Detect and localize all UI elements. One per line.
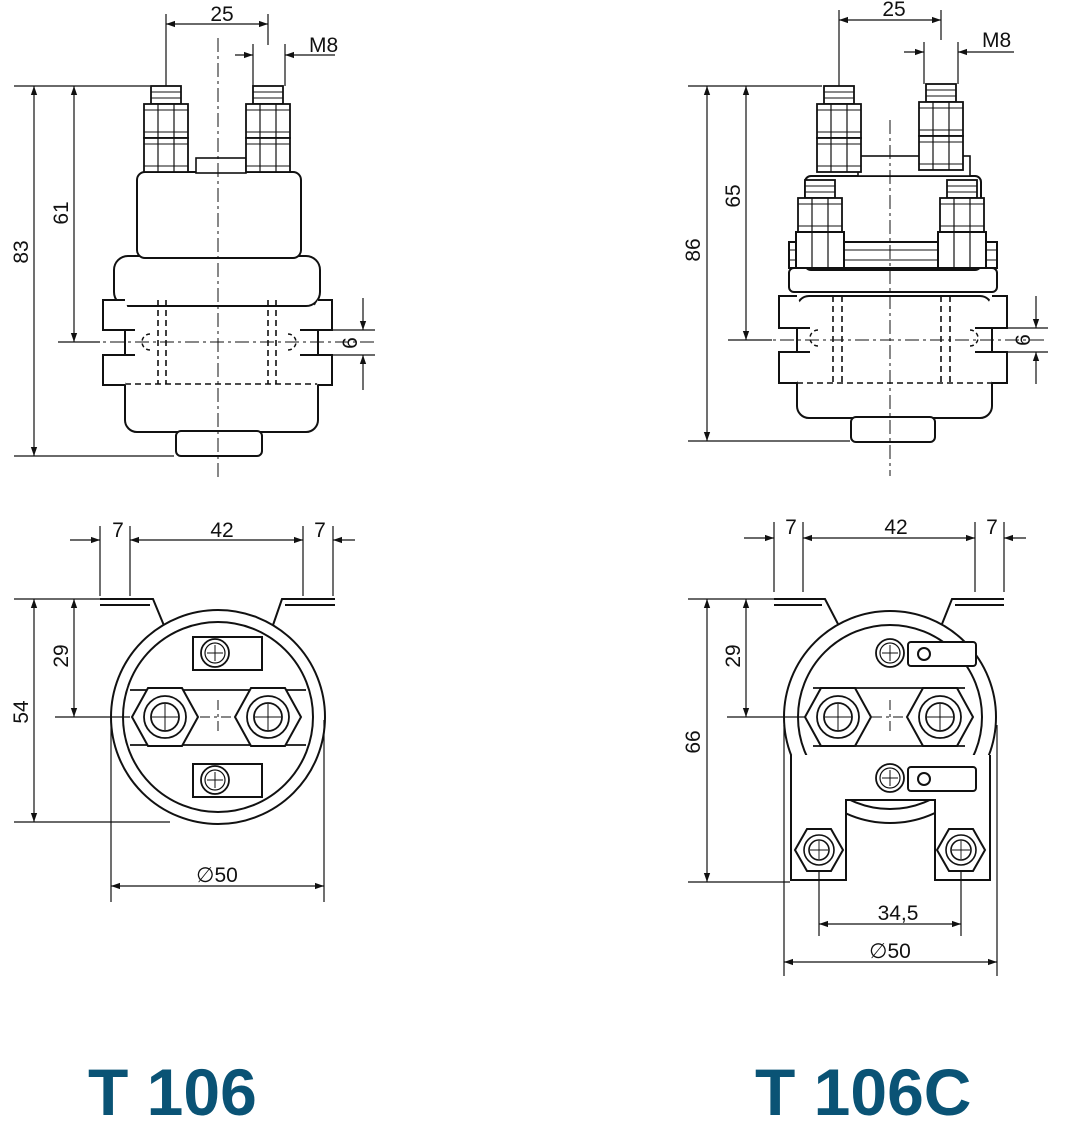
t106c-dim-diameter: ∅50 [869, 940, 911, 963]
t106-dim-tab-right: 7 [314, 519, 326, 542]
t106-dim-tab-left: 7 [112, 519, 124, 542]
t106-dim-terminal-spacing: 25 [210, 3, 233, 26]
t106c-side-view [778, 83, 1008, 443]
t106c-dim-depth: 66 [682, 730, 705, 753]
t106-side-centerlines [60, 38, 375, 478]
t106-top-view [100, 598, 335, 825]
t106-top-centerlines [200, 700, 236, 734]
t106-dim-center-offset: 29 [50, 644, 73, 667]
t106c-dim-total-height: 86 [682, 238, 705, 261]
t106c-dim-tab-right: 7 [986, 516, 998, 539]
t106c-top-view [774, 598, 1004, 881]
t106-dim-mount-height: 61 [50, 201, 73, 224]
t106c-dim-terminal-spacing: 25 [882, 0, 905, 21]
t106-dim-tab-span: 42 [210, 519, 233, 542]
t106c-dim-tab-span: 42 [884, 516, 907, 539]
dimension-lines [14, 10, 1048, 976]
t106-dim-slot: 6 [339, 337, 362, 349]
t106c-dim-lower-terminal-spacing: 34,5 [878, 902, 919, 925]
t106c-title: T 106C [755, 1055, 972, 1129]
t106c-dim-thread: M8 [982, 29, 1011, 52]
t106c-dim-mount-height: 65 [722, 184, 745, 207]
t106-dim-depth: 54 [10, 700, 33, 724]
dimension-labels: 25 M8 83 61 6 25 M8 86 65 6 7 42 7 54 29… [10, 0, 1035, 963]
t106-dim-thread: M8 [309, 34, 338, 57]
t106c-dim-slot: 6 [1012, 334, 1035, 346]
t106-side-view [102, 85, 333, 457]
t106-dim-diameter: ∅50 [196, 864, 238, 887]
t106c-dim-tab-left: 7 [785, 516, 797, 539]
t106-title: T 106 [88, 1055, 257, 1129]
t106c-dim-center-offset: 29 [722, 644, 745, 667]
t106c-top-centerlines [872, 700, 908, 734]
t106c-side-centerlines [730, 120, 1046, 476]
t106-dim-total-height: 83 [10, 240, 33, 263]
